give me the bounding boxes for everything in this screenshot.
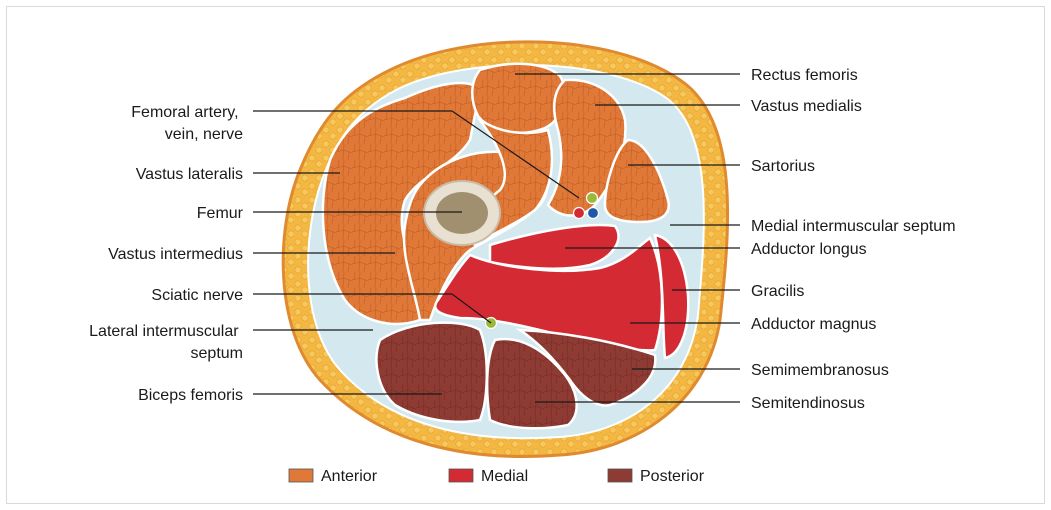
legend-label-medial: Medial <box>481 468 528 485</box>
label-femur: Femur <box>197 205 244 222</box>
label-medial-septum: Medial intermuscular septum <box>751 218 956 235</box>
label-gracilis: Gracilis <box>751 283 804 300</box>
legend-label-posterior: Posterior <box>640 468 705 485</box>
label-adductor-longus: Adductor longus <box>751 241 867 258</box>
label-semitendinosus: Semitendinosus <box>751 395 865 412</box>
label-sartorius: Sartorius <box>751 158 815 175</box>
femoral-artery-dot <box>574 208 585 219</box>
legend-label-anterior: Anterior <box>321 468 378 485</box>
femur-marrow <box>436 192 488 234</box>
label-vastus-medialis: Vastus medialis <box>751 98 862 115</box>
labels-left: Femoral artery, vein, nerve Vastus later… <box>89 104 244 404</box>
label-lateral-septum: Lateral intermuscular septum <box>89 323 243 362</box>
legend-swatch-posterior <box>608 469 632 482</box>
labels-right: Rectus femoris Vastus medialis Sartorius… <box>751 67 956 412</box>
label-vastus-intermedius: Vastus intermedius <box>108 246 243 263</box>
label-semimembranosus: Semimembranosus <box>751 362 889 379</box>
label-femoral: Femoral artery, vein, nerve <box>131 104 243 143</box>
femoral-vein-dot <box>588 208 599 219</box>
label-rectus: Rectus femoris <box>751 67 858 84</box>
label-biceps: Biceps femoris <box>138 387 243 404</box>
label-adductor-magnus: Adductor magnus <box>751 316 876 333</box>
legend: Anterior Medial Posterior <box>289 468 705 485</box>
femoral-nerve-dot <box>587 193 598 204</box>
legend-swatch-medial <box>449 469 473 482</box>
label-sciatic: Sciatic nerve <box>151 287 243 304</box>
label-vastus-lateralis: Vastus lateralis <box>136 166 243 183</box>
legend-swatch-anterior <box>289 469 313 482</box>
